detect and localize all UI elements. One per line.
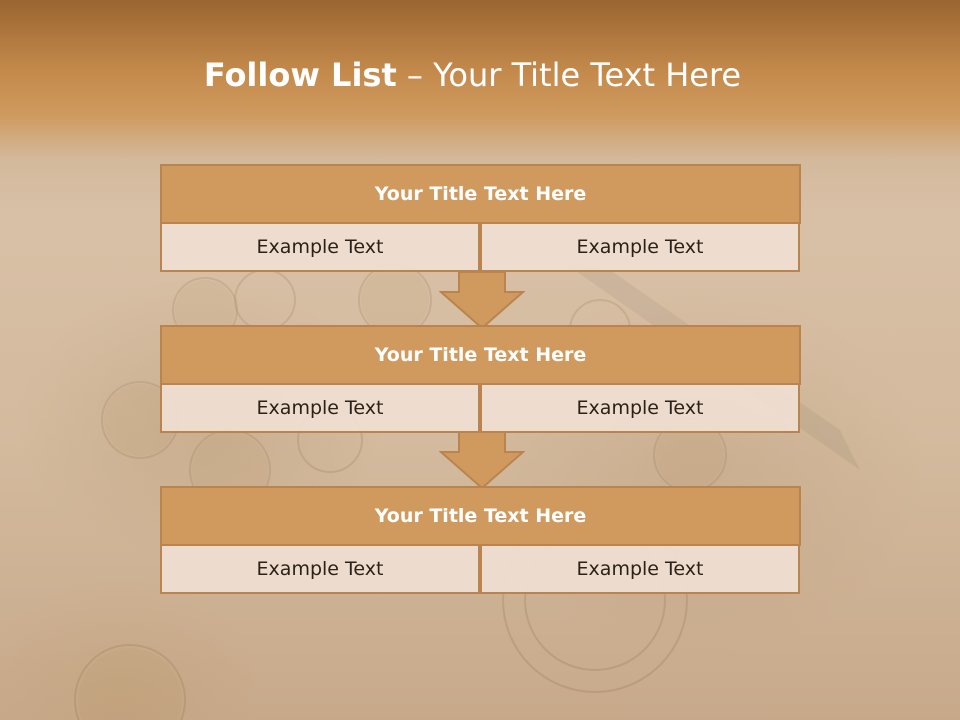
step-cell-right: Example Text [480, 222, 800, 272]
step-cell-left: Example Text [160, 544, 480, 594]
step-title: Your Title Text Here [160, 164, 801, 224]
step-cell-left: Example Text [160, 222, 480, 272]
down-arrow-icon [439, 272, 525, 330]
title-rest: – Your Title Text Here [396, 56, 742, 94]
step-cell-left: Example Text [160, 383, 480, 433]
step-title: Your Title Text Here [160, 325, 801, 385]
title-main: Follow List [203, 56, 397, 94]
title-bar [0, 0, 960, 160]
slide-title: Follow List – Your Title Text Here [0, 56, 945, 94]
down-arrow-icon [439, 432, 525, 490]
step-cell-right: Example Text [480, 544, 800, 594]
step-title: Your Title Text Here [160, 486, 801, 546]
step-cell-right: Example Text [480, 383, 800, 433]
